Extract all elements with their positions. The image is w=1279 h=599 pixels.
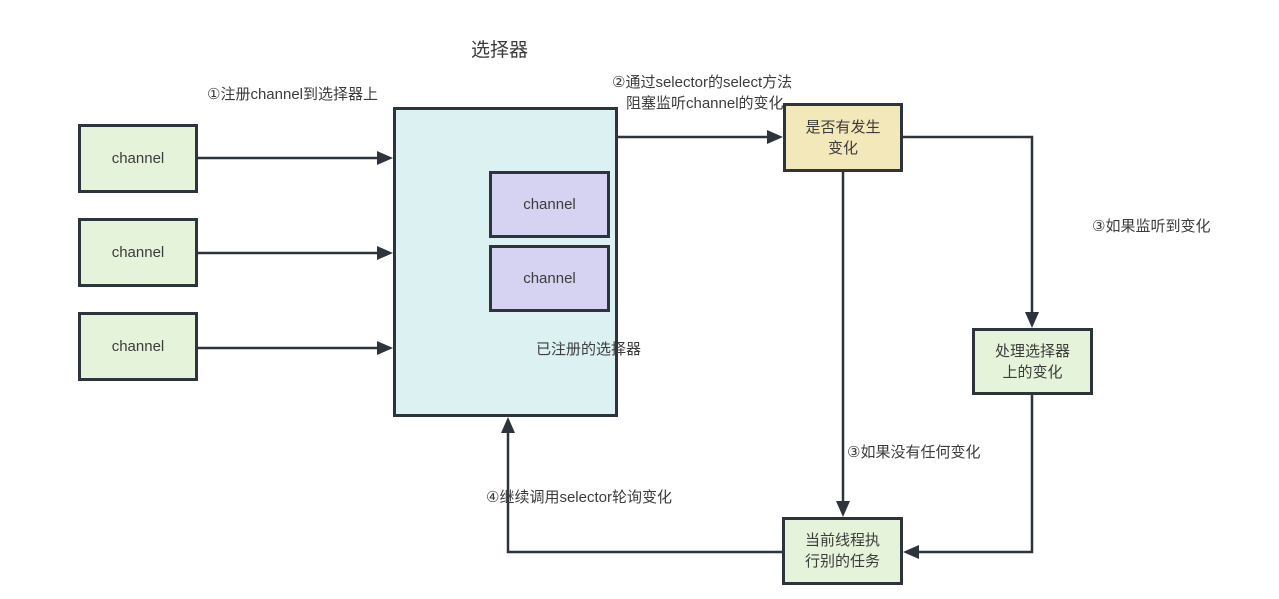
arrowhead-handle — [1025, 312, 1039, 328]
handle-change-box: 处理选择器 上的变化 — [972, 328, 1093, 395]
channel-box-3: channel — [78, 312, 198, 381]
channel-box-2: channel — [78, 218, 198, 287]
arrowhead-channel2 — [377, 246, 393, 260]
channel-box-1: channel — [78, 124, 198, 193]
step4-label: ④继续调用selector轮询变化 — [486, 489, 672, 506]
registered-channel-box-2: channel — [489, 245, 610, 312]
arrowhead-channel3 — [377, 341, 393, 355]
arrowhead-tasks — [836, 501, 850, 517]
step2-label-line1: ②通过selector的select方法 — [612, 74, 793, 91]
step3-none-label: ③如果没有任何变化 — [847, 444, 981, 461]
step1-label: ①注册channel到选择器上 — [207, 86, 378, 103]
arrowhead-selector-bottom — [501, 417, 515, 433]
check-change-box: 是否有发生 变化 — [783, 103, 903, 172]
arrowhead-tasks-right — [903, 545, 919, 559]
registered-channel-box-1: channel — [489, 171, 610, 238]
other-tasks-box: 当前线程执 行别的任务 — [782, 517, 903, 585]
arrowhead-check — [767, 130, 783, 144]
registered-selector-label: 已注册的选择器 — [536, 341, 642, 358]
arrow-check-to-handle — [903, 135, 1034, 314]
step3-listen-label: ③如果监听到变化 — [1092, 218, 1211, 235]
diagram-title: 选择器 — [470, 40, 528, 61]
step2-label-line2: 阻塞监听channel的变化 — [626, 95, 784, 112]
arrow-handle-to-tasks — [917, 395, 1034, 554]
step2-label: ②通过selector的select方法 阻塞监听channel的变化 — [612, 72, 792, 114]
arrowhead-channel1 — [377, 151, 393, 165]
